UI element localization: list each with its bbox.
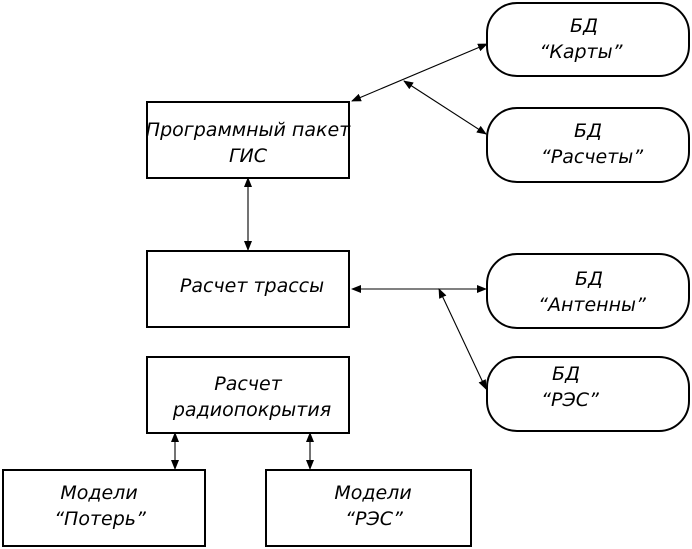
res-models-label-line1: Модели <box>334 482 411 504</box>
connector-branch-calcs <box>403 80 487 135</box>
radio-coverage-block: Расчет радиопокрытия <box>146 356 350 434</box>
res-models-label-line2: “РЭС” <box>345 508 403 530</box>
db-antennas-label-line2: “Антенны” <box>538 294 646 316</box>
db-antennas-label-line1: БД <box>575 268 603 290</box>
route-calculation-label: Расчет трассы <box>180 275 324 297</box>
gis-package-label-line1: Программный пакет <box>146 119 351 141</box>
route-calculation-block: Расчет трассы <box>146 250 350 328</box>
gis-package-block: Программный пакет ГИС <box>146 101 351 179</box>
db-calculations: БД “Расчеты” <box>486 107 690 183</box>
radio-coverage-label-line2: радиопокрытия <box>172 399 331 421</box>
db-maps: БД “Карты” <box>486 2 690 77</box>
gis-package-label-line2: ГИС <box>229 145 268 167</box>
db-res-label-line1: БД <box>552 363 580 385</box>
loss-models-label-line1: Модели <box>60 482 137 504</box>
db-res: БД “РЭС” <box>486 356 690 432</box>
db-antennas: БД “Антенны” <box>486 253 690 329</box>
db-maps-label-line1: БД <box>570 15 598 37</box>
db-res-label-line2: “РЭС” <box>541 389 599 411</box>
loss-models-label-line2: “Потерь” <box>54 508 146 530</box>
connector-branch-res <box>438 288 487 390</box>
radio-coverage-label-line1: Расчет <box>214 373 282 395</box>
db-maps-label-line2: “Карты” <box>540 41 623 63</box>
res-models-block: Модели “РЭС” <box>265 469 472 547</box>
db-calculations-label-line2: “Расчеты” <box>541 146 643 168</box>
connector-gis-maps <box>351 43 488 102</box>
db-calculations-label-line1: БД <box>574 120 602 142</box>
loss-models-block: Модели “Потерь” <box>2 469 206 547</box>
